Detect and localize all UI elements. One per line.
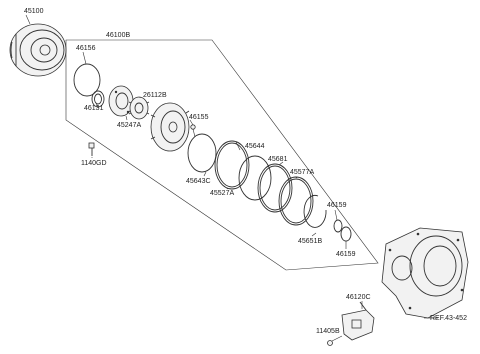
o-ring-46159b — [340, 226, 352, 242]
part-label-45577A: 45577A — [290, 169, 314, 176]
ring-45577A — [278, 176, 314, 226]
ring-45527A — [238, 155, 272, 201]
part-label-45643C: 45643C — [186, 178, 211, 185]
ring-45681-inner — [259, 165, 291, 211]
bolt-46155 — [190, 124, 196, 138]
part-label-1140GD: 1140GD — [81, 160, 107, 167]
o-ring-46159a — [333, 219, 343, 233]
part-label-46156: 46156 — [76, 45, 96, 52]
part-label-45681: 45681 — [268, 156, 288, 163]
part-label-45651B: 45651B — [298, 238, 322, 245]
part-label-46120C: 46120C — [346, 294, 371, 301]
part-label-46100B: 46100B — [106, 32, 130, 39]
part-label-45247A: 45247A — [117, 122, 141, 129]
part-label-46155: 46155 — [189, 114, 209, 121]
part-label-45100: 45100 — [24, 8, 44, 15]
part-label-11405B: 11405B — [316, 328, 340, 335]
ring-45644 — [214, 140, 250, 190]
bolt-1140GD — [88, 142, 95, 156]
o-ring-46156 — [73, 63, 101, 97]
ring-45643C — [187, 133, 217, 173]
solenoid-46120C — [341, 301, 375, 341]
part-label-46131: 46131 — [84, 105, 104, 112]
ring-45577A-inner — [280, 178, 312, 224]
ring-45681 — [257, 163, 293, 213]
part-label-46159-lower: 46159 — [336, 251, 356, 258]
gear-26112B — [128, 96, 150, 120]
oil-pump-body — [150, 102, 190, 152]
bolt-11405B — [327, 335, 343, 346]
part-label-45527A: 45527A — [210, 190, 234, 197]
ring-45644-inner — [216, 142, 248, 188]
part-label-46159-upper: 46159 — [327, 202, 347, 209]
leader-lines — [25, 14, 438, 319]
snap-ring-45651B — [303, 194, 327, 228]
torque-converter — [9, 23, 67, 77]
assembly-outline — [65, 39, 379, 271]
part-label-26112B: 26112B — [143, 92, 167, 99]
part-label-45644: 45644 — [245, 143, 265, 150]
pump-plate-45247A — [108, 85, 134, 117]
part-label-ref-43-452: REF.43-452 — [430, 315, 467, 322]
transmission-case — [381, 227, 469, 319]
